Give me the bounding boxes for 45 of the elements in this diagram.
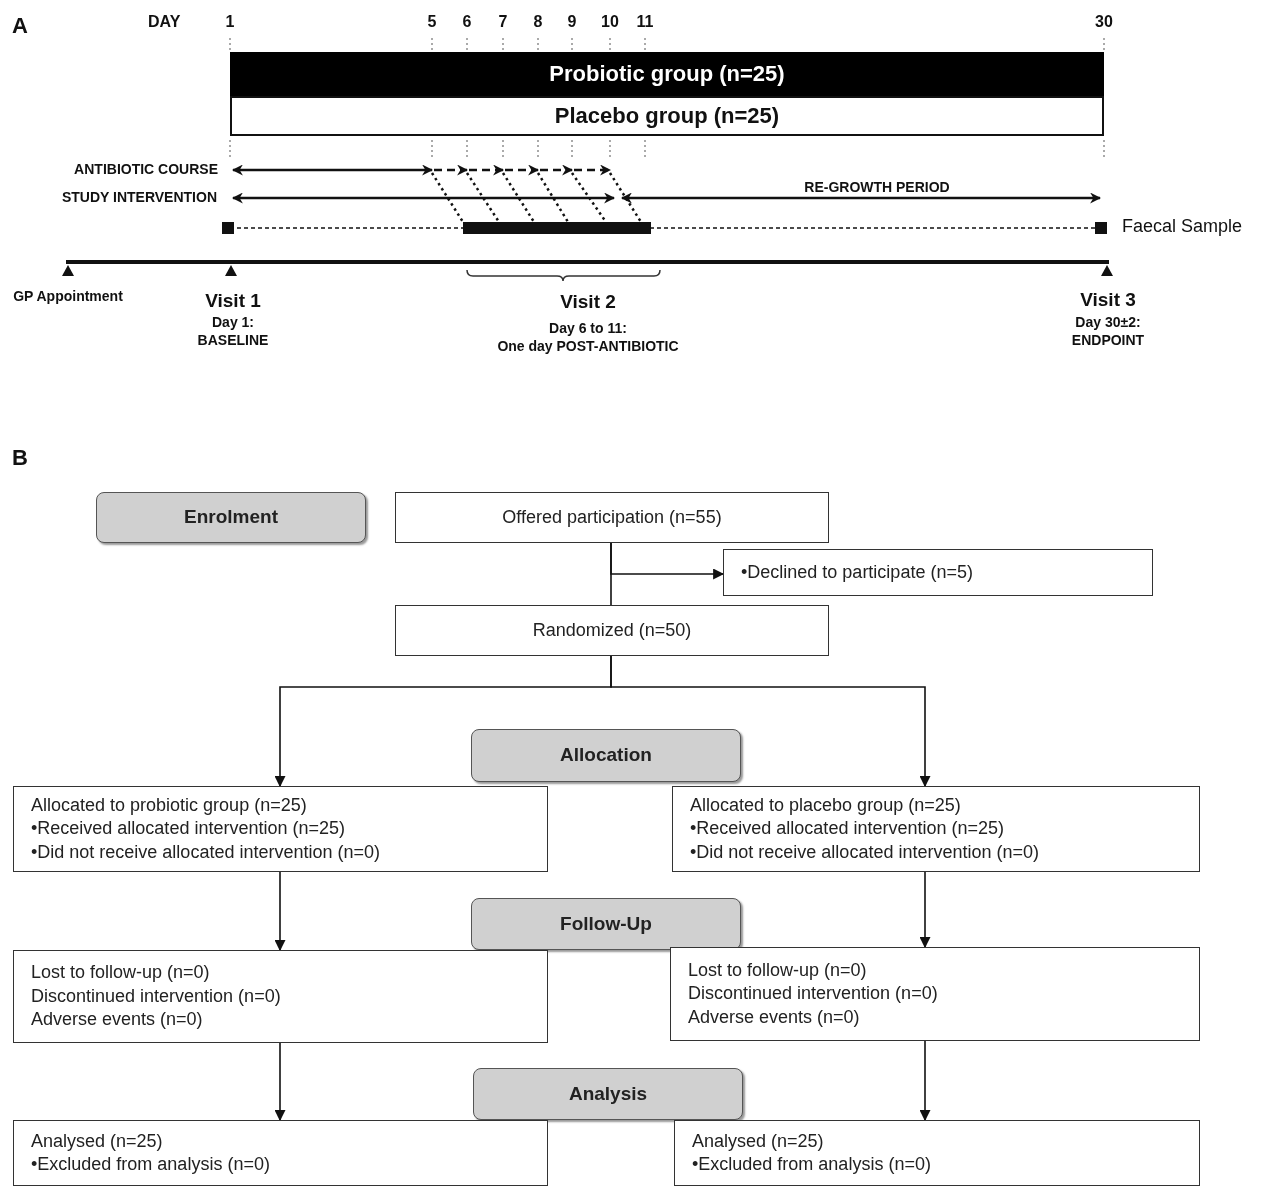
row-label: ANTIBIOTIC COURSE — [73, 161, 218, 179]
arrow — [919, 1040, 931, 1122]
process-box: Offered participation (n=55) — [395, 492, 829, 543]
timepoint-label: One day POST-ANTIBIOTIC — [496, 338, 680, 356]
process-box: Lost to follow-up (n=0) Discontinued intervention (n=0) Adverse events (n=0) — [13, 950, 548, 1043]
panel-letter: A — [12, 12, 29, 40]
stage-box: Allocation — [471, 729, 741, 782]
process-box: Analysed (n=25) •Excluded from analysis (n=0) — [13, 1120, 548, 1186]
axis-title: DAY — [148, 12, 182, 32]
group-bar: Probiotic group (n=25) — [230, 52, 1104, 96]
arrow — [610, 542, 725, 580]
stage-box: Analysis — [473, 1068, 743, 1120]
arrow — [610, 655, 931, 788]
day-number: 6 — [461, 12, 473, 32]
day-number: 9 — [566, 12, 578, 32]
sample-label: Faecal Sample — [1122, 215, 1244, 238]
day-number: 30 — [1094, 12, 1114, 32]
stage-box: Enrolment — [96, 492, 366, 543]
process-box: •Declined to participate (n=5) — [723, 549, 1153, 596]
panel-letter: B — [12, 444, 29, 472]
arrow — [274, 871, 286, 952]
day-number: 7 — [497, 12, 509, 32]
timepoint-label: Day 6 to 11: — [548, 320, 628, 338]
process-box: Randomized (n=50) — [395, 605, 829, 656]
process-box: Allocated to probiotic group (n=25) •Received allocated intervention (n=25) •Did not receive allocated intervention (n=0) — [13, 786, 548, 872]
timepoint-label: GP Appointment — [13, 288, 123, 306]
process-box: Analysed (n=25) •Excluded from analysis (n=0) — [674, 1120, 1200, 1186]
visit-label: Visit 1 — [204, 289, 262, 313]
day-number: 11 — [635, 12, 655, 32]
timepoint-label: Day 1: BASELINE — [196, 314, 270, 349]
day-number: 1 — [224, 12, 236, 32]
row-label: STUDY INTERVENTION — [60, 189, 217, 207]
visit-label: Visit 2 — [559, 290, 617, 314]
visit-label: Visit 3 — [1079, 288, 1137, 312]
day-number: 8 — [532, 12, 544, 32]
period-label: RE-GROWTH PERIOD — [803, 179, 951, 197]
group-bar: Placebo group (n=25) — [230, 96, 1104, 136]
timepoint-label: Day 30±2: ENDPOINT — [1070, 314, 1146, 349]
process-box: Lost to follow-up (n=0) Discontinued intervention (n=0) Adverse events (n=0) — [670, 947, 1200, 1041]
day-number: 10 — [600, 12, 620, 32]
day-number: 5 — [426, 12, 438, 32]
process-box: Allocated to placebo group (n=25) •Received allocated intervention (n=25) •Did not receive allocated intervention (n=0) — [672, 786, 1200, 872]
arrow — [919, 871, 931, 949]
stage-box: Follow-Up — [471, 898, 741, 950]
arrow — [274, 1042, 286, 1122]
